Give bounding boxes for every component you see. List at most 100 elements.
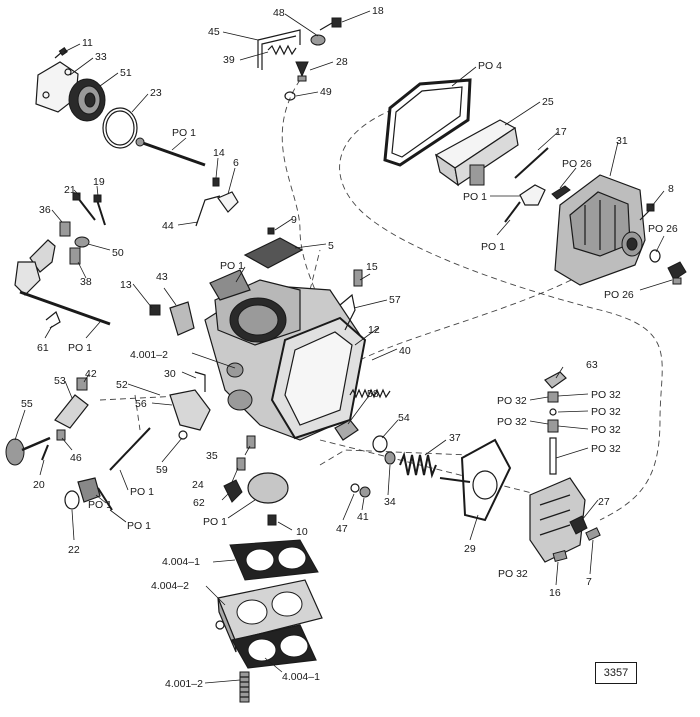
callout-po1-b: PO 1 (481, 241, 505, 253)
callout-8: 8 (668, 183, 674, 195)
cup-22 (64, 490, 80, 510)
callout-po1-cup: PO 1 (88, 499, 112, 511)
callout-po4: PO 4 (478, 60, 502, 72)
screw-7 (585, 527, 601, 541)
pump-cup (77, 477, 101, 503)
callout-po26-c: PO 26 (604, 289, 634, 301)
lever-6 (217, 191, 239, 213)
pin-po1-lower (97, 487, 113, 511)
screw-8 (639, 203, 655, 221)
float-25 (434, 119, 519, 187)
spring-37 (399, 451, 437, 479)
spring-39 (267, 44, 297, 56)
figure-number-box: 3357 (595, 662, 637, 684)
callout-16: 16 (549, 587, 561, 599)
washer-48 (310, 34, 326, 46)
callout-po1-pin: PO 1 (127, 520, 151, 532)
callout-21: 21 (64, 184, 76, 196)
callout-28: 28 (336, 56, 348, 68)
spacer-4004-2 (215, 579, 323, 653)
callout-53: 53 (54, 375, 66, 387)
callout-17: 17 (555, 126, 567, 138)
needle-valve (551, 185, 571, 200)
callout-35: 35 (206, 450, 218, 462)
callout-15: 15 (366, 261, 378, 273)
callout-22: 22 (68, 544, 80, 556)
callout-36: 36 (39, 204, 51, 216)
callout-4004-2: 4.004–2 (151, 580, 189, 592)
washer-po26 (649, 249, 661, 263)
ring-54 (372, 435, 396, 465)
callout-po1-plate: PO 1 (203, 516, 227, 528)
callout-4004-1-a: 4.004–1 (162, 556, 200, 568)
callout-labels: 11 33 51 23 48 18 45 39 28 49 PO 4 25 17… (21, 5, 678, 690)
callout-11: 11 (82, 37, 93, 49)
callout-25: 25 (542, 96, 554, 108)
callout-po1-shaft: PO 1 (68, 342, 92, 354)
callout-po32-b: PO 32 (497, 395, 527, 407)
callout-19: 19 (93, 176, 105, 188)
screw-9 (267, 227, 275, 235)
screw-24 (236, 457, 246, 471)
screw-11 (54, 46, 68, 59)
callout-33: 33 (95, 51, 107, 63)
plug-10 (267, 514, 277, 526)
callout-po1-bowl: PO 1 (220, 260, 244, 272)
callout-po1-a: PO 1 (463, 191, 487, 203)
lever-56 (169, 389, 211, 431)
callout-po26-a: PO 26 (562, 158, 592, 170)
screw-42 (76, 377, 88, 391)
plug-po26 (667, 261, 687, 285)
spring-59 (178, 430, 188, 440)
callout-4001-2-b: 4.001–2 (165, 678, 203, 690)
lever-43 (169, 301, 195, 336)
pump-rod (109, 427, 151, 471)
callout-43: 43 (156, 271, 168, 283)
nut-41 (359, 486, 371, 498)
nut-62 (223, 479, 243, 503)
pump-rod-right (439, 477, 471, 483)
callout-31: 31 (616, 135, 628, 147)
callout-po32-g: PO 32 (498, 568, 528, 580)
screw-20 (41, 444, 49, 461)
needle-63 (544, 371, 567, 389)
callout-6: 6 (233, 157, 239, 169)
callout-5: 5 (328, 240, 334, 252)
figure-number: 3357 (603, 667, 629, 679)
clip-30 (194, 371, 206, 392)
pump-housing (529, 477, 586, 563)
nut-27 (569, 515, 588, 535)
callout-4004-1-b: 4.004–1 (282, 671, 320, 683)
rod-44 (195, 195, 221, 227)
spring-36 (59, 221, 71, 237)
callout-po32-a: PO 32 (591, 389, 621, 401)
callout-47: 47 (336, 523, 348, 535)
callout-44: 44 (162, 220, 174, 232)
cone-28 (295, 61, 309, 82)
callout-62: 62 (193, 497, 205, 509)
cover-gasket (383, 78, 472, 167)
screw-18 (319, 17, 342, 31)
leader-lines (14, 10, 673, 684)
callout-po1-wire: PO 1 (130, 486, 154, 498)
diaphragm-51 (68, 78, 106, 122)
spring-40 (349, 388, 391, 399)
callout-58: 58 (367, 388, 379, 400)
diaphragm-29 (460, 438, 512, 522)
lever-53 (54, 394, 89, 429)
gasket-4004-1-lower (231, 624, 317, 669)
screw-21 (72, 192, 96, 221)
throttle-shaft (19, 290, 111, 326)
carburetor-body (204, 269, 367, 441)
fitting-58 (334, 419, 359, 441)
bracket-57 (339, 293, 356, 331)
callout-51: 51 (120, 67, 132, 79)
callout-54: 54 (398, 412, 410, 424)
callout-63: 63 (586, 359, 598, 371)
ring-49 (284, 91, 296, 101)
callout-23: 23 (150, 87, 162, 99)
screw-14 (212, 177, 220, 187)
callout-po32-c: PO 32 (591, 406, 621, 418)
screw-35 (246, 435, 256, 449)
